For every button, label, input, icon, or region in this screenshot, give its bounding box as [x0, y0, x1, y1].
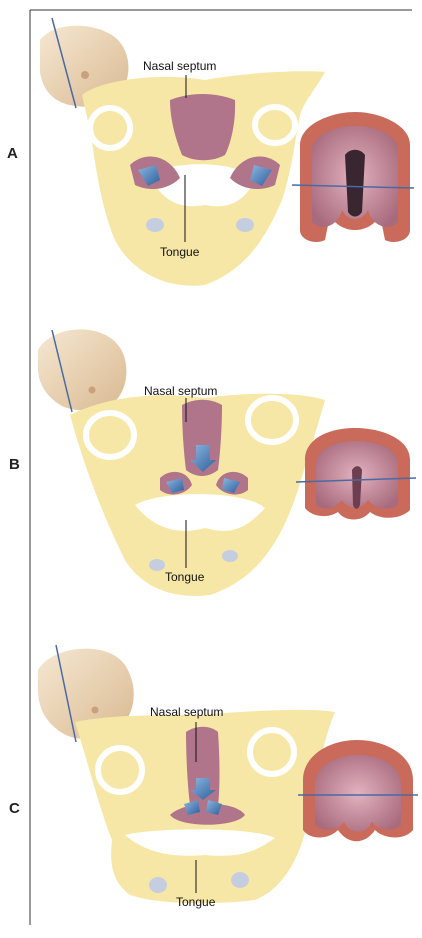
spot-left-c: [149, 877, 167, 893]
palate-view-a: [292, 112, 414, 242]
spot-left-a: [146, 218, 164, 232]
panel-b: [38, 329, 416, 596]
panel-letter-c: C: [9, 800, 20, 817]
panel-a: [40, 18, 414, 286]
label-tongue-b: Tongue: [165, 570, 204, 584]
palate-view-b: [296, 428, 416, 520]
palate-view-c: [298, 740, 418, 841]
spot-right-c: [231, 872, 249, 888]
spot-right-a: [236, 218, 254, 232]
spot-right-b: [222, 550, 238, 562]
panel-c: [38, 645, 418, 903]
head-icon-b: [38, 329, 126, 412]
label-nasal-septum-a: Nasal septum: [143, 59, 216, 73]
label-nasal-septum-b: Nasal septum: [144, 384, 217, 398]
panel-letter-a: A: [7, 145, 18, 162]
spot-left-b: [149, 559, 165, 571]
label-tongue-a: Tongue: [160, 245, 199, 259]
label-tongue-c: Tongue: [176, 895, 215, 909]
label-nasal-septum-c: Nasal septum: [150, 705, 223, 719]
panel-letter-b: B: [9, 456, 20, 473]
